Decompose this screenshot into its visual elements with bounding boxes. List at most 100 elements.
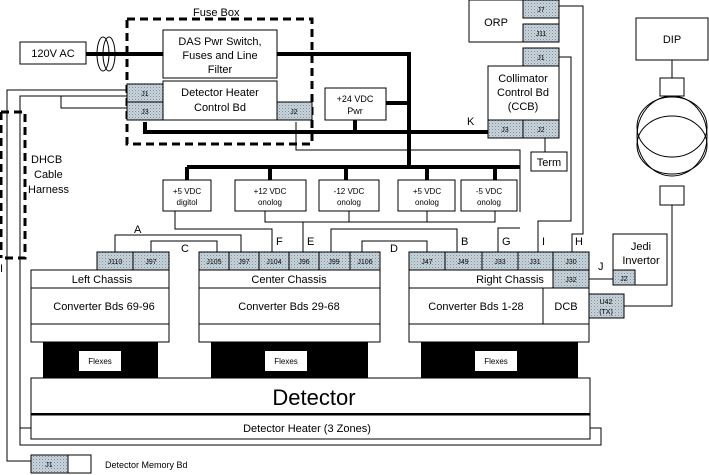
term-label: Term <box>537 157 561 169</box>
center-chassis: J105 J97 J104 J96 J99 J106 Center Chassi… <box>198 251 381 378</box>
dhcb-line-1: Detector Heater <box>181 87 259 99</box>
cable-label-j: J <box>598 261 604 273</box>
fuse-box-outline <box>125 17 314 146</box>
ccb-j2-connector <box>522 119 560 139</box>
right-j30-label: J30 <box>565 259 576 266</box>
jedi-line-1: Jedi <box>631 241 651 253</box>
cable-label-d: D <box>390 243 398 255</box>
supply-5-line-2: onolog <box>477 198 501 207</box>
left-converter-box <box>30 287 170 325</box>
center-j99-label: J99 <box>328 259 339 266</box>
right-chassis-title: Right Chassis <box>476 274 544 286</box>
orp-label: ORP <box>484 17 508 29</box>
center-chassis-title: Center Chassis <box>251 274 327 286</box>
pwr24-box <box>324 87 387 121</box>
ccb-j3-label: J3 <box>501 127 509 134</box>
center-j106-label: J106 <box>357 259 372 266</box>
left-converter-label: Converter Bds 69-96 <box>53 301 155 313</box>
slip-ring-icon <box>636 95 708 177</box>
das-pwr-line-1: DAS Pwr Switch, <box>178 36 261 48</box>
left-chassis: J110 J97 Left Chassis Converter Bds 69-9… <box>30 251 170 378</box>
dhcb-box <box>162 80 278 121</box>
center-flexes-tag <box>265 351 307 371</box>
cable-label-c: C <box>181 243 189 255</box>
cable-label-b: B <box>461 236 468 248</box>
cable-c <box>150 240 218 252</box>
right-flexes-label: Flexes <box>484 357 508 366</box>
dhcb-harness-line-3: Harness <box>28 184 69 196</box>
memory-j1-label: J1 <box>45 462 53 469</box>
dhcb-j2-label: J2 <box>290 109 298 116</box>
ccb-line-3: (CCB) <box>508 101 539 113</box>
dhcb-j3-label: J3 <box>141 109 149 116</box>
cable-a <box>114 234 242 252</box>
orp-j11-connector <box>522 23 560 43</box>
ac-input-box <box>19 41 87 65</box>
memory-bd-box <box>67 454 92 474</box>
supply-4-line-2: onolog <box>415 198 439 207</box>
ac-input-label: 120V AC <box>31 48 74 60</box>
center-converter-label: Converter Bds 29-68 <box>238 301 340 313</box>
center-j97-label: J97 <box>238 259 249 266</box>
dhcb-j2-cable <box>295 122 521 212</box>
center-j105-label: J105 <box>206 259 221 266</box>
orp-j7-connector <box>522 0 560 19</box>
cable-dhcb-j1-memory <box>6 89 127 462</box>
slip-ring-top-connector <box>659 77 685 97</box>
dhcb-harness-line-1: DHCB <box>31 154 62 166</box>
center-flexes-label: Flexes <box>274 357 298 366</box>
left-j110-label: J110 <box>108 259 123 266</box>
cable-k <box>143 122 488 134</box>
slip-ring-bottom-connector <box>659 185 685 206</box>
detector-label: Detector <box>272 385 355 410</box>
cable-label-e: E <box>307 236 314 248</box>
power-supplies: +5 VDC digitol +12 VDC onolog -12 VDC on… <box>162 179 518 212</box>
jedi-line-2: Invertor <box>622 255 660 267</box>
fuse-box-title: Fuse Box <box>193 7 240 19</box>
right-chassis-base <box>408 323 590 343</box>
u42-label: U42 <box>600 299 613 306</box>
supply-3-line-2: onolog <box>337 198 361 207</box>
supply-box-plus5-analog <box>397 179 456 212</box>
supply-2-line-2: onolog <box>258 198 282 207</box>
cable-i <box>537 56 572 252</box>
cable-label-g: G <box>502 236 511 248</box>
center-j96-label: J96 <box>298 259 309 266</box>
center-chassis-base <box>198 323 381 343</box>
left-flexes-label: Flexes <box>88 357 112 366</box>
right-j31-label: J31 <box>529 259 540 266</box>
right-converter-label: Converter Bds 1-28 <box>428 301 523 313</box>
left-flexes-tag <box>79 351 121 371</box>
left-chassis-title: Left Chassis <box>72 274 133 286</box>
right-j32-label: J32 <box>565 277 576 284</box>
cable-label-f: F <box>276 236 283 248</box>
dc-main-bus <box>277 52 411 167</box>
right-j33-label: J33 <box>494 259 505 266</box>
u42-tx-label: (TX) <box>599 309 613 316</box>
cable-label-i: I <box>542 236 545 248</box>
das-pwr-switch-box <box>162 29 278 79</box>
supply-box-plus5-digital <box>162 179 212 212</box>
dhcb-j3-connector <box>126 101 164 121</box>
supply-1-line-2: digitol <box>177 198 198 207</box>
dhcb-j1-label: J1 <box>141 91 149 98</box>
supply-box-minus12-analog <box>318 179 380 212</box>
pwr24-line-1: +24 VDC <box>337 94 374 104</box>
right-flexes-tag <box>475 351 517 371</box>
term-box <box>530 151 568 172</box>
cable-g <box>497 227 520 252</box>
cable-b <box>330 228 458 252</box>
ccb-j2-label: J2 <box>537 127 545 134</box>
ccb-line-2: Control Bd <box>497 87 549 99</box>
dhcb-line-2: Control Bd <box>194 102 246 114</box>
memory-bd-label: Detector Memory Bd <box>105 460 188 470</box>
cable-label-h: H <box>575 236 583 248</box>
ccb-box <box>487 65 560 121</box>
dip-label: DIP <box>663 34 681 46</box>
supply-5-line-1: -5 VDC <box>476 187 502 196</box>
das-pwr-line-3: Filter <box>208 64 233 76</box>
cable-label-k: K <box>467 116 475 128</box>
detector-heater-label: Detector Heater (3 Zones) <box>243 423 371 435</box>
jedi-j2-connector <box>612 269 636 286</box>
